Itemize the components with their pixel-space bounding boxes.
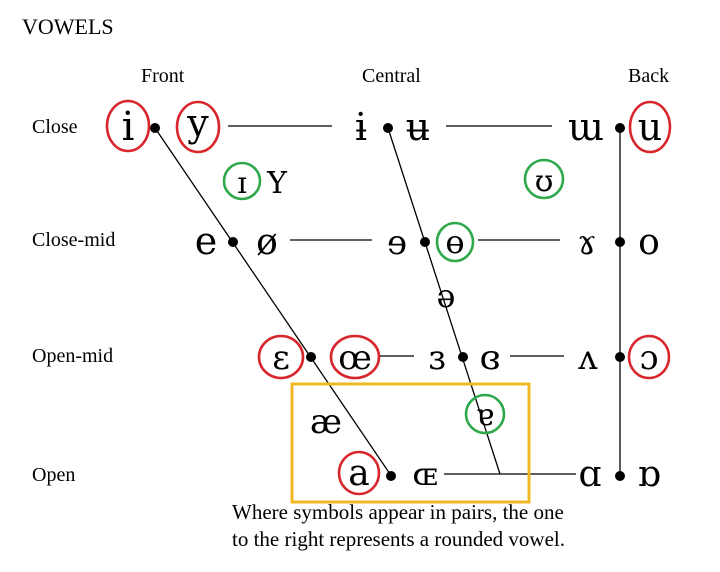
column-label-front: Front (141, 65, 185, 87)
red-circle-y (175, 100, 221, 154)
vowel-close-mid-front-unrounded: e (195, 219, 218, 263)
row-label-open: Open (32, 464, 75, 486)
vowel-dots (150, 123, 625, 481)
red-circle-oe (329, 334, 381, 380)
dot-close-central (383, 123, 393, 133)
vowel-near-close-front-rounded: Y (266, 166, 288, 201)
vowel-close-back-rounded: u (638, 105, 662, 149)
front-edge-line (154, 127, 391, 475)
red-circles (105, 99, 672, 496)
vowel-open-mid-central-rounded: ɞ (480, 338, 501, 378)
vowel-open-mid-back-unrounded: ʌ (577, 338, 598, 378)
dot-open-mid-central (458, 352, 468, 362)
vowel-near-open-central: ɐ (476, 398, 494, 433)
vowel-open-front-rounded: ɶ (412, 455, 437, 493)
vowel-close-mid-central-rounded: ɵ (445, 223, 464, 261)
vowel-open-back-rounded: ɒ (637, 454, 660, 495)
vowel-symbols: i y ɨ ʉ ɯ u ɪ Y ʊ e ø ɘ ɵ ɤ o ə ɛ œ ɜ ɞ … (122, 101, 663, 495)
footnote-line-2: to the right represents a rounded vowel. (232, 527, 565, 551)
vowel-open-back-unrounded: ɑ (578, 454, 601, 495)
row-label-close: Close (32, 116, 78, 138)
footnote-line-1: Where symbols appear in pairs, the one (232, 500, 564, 524)
row-label-close-mid: Close-mid (32, 229, 115, 251)
green-circle-small-capital-i (222, 161, 262, 201)
vowel-close-central-unrounded: ɨ (355, 105, 367, 149)
vowel-close-mid-central-unrounded: ɘ (387, 223, 407, 263)
red-circle-i (105, 99, 151, 153)
row-label-open-mid: Open-mid (32, 345, 113, 367)
green-circle-turned-a (464, 393, 506, 435)
vowel-close-central-rounded: ʉ (406, 105, 430, 149)
dot-close-front (150, 123, 160, 133)
vowel-open-mid-front-unrounded: ɛ (272, 338, 290, 378)
column-label-central: Central (362, 65, 421, 87)
vowel-mid-central: ə (437, 277, 456, 315)
green-circles (222, 158, 565, 435)
vowel-open-front-unrounded: a (348, 453, 369, 494)
vowel-near-close-front-unrounded: ɪ (237, 166, 247, 201)
vowel-near-close-back-rounded: ʊ (535, 164, 554, 199)
vowel-close-mid-front-rounded: ø (256, 222, 278, 263)
highlight-box (290, 382, 531, 504)
red-circle-open-o (627, 334, 671, 380)
vowel-close-front-unrounded: i (122, 104, 135, 150)
central-line (387, 127, 501, 475)
vowel-open-mid-front-rounded: œ (338, 338, 372, 378)
green-circle-upsilon (523, 158, 565, 200)
vowel-close-back-unrounded: ɯ (568, 105, 604, 149)
vowel-close-front-rounded: y (186, 101, 209, 145)
red-circle-a (337, 450, 381, 496)
dot-open-mid-front (306, 352, 316, 362)
dot-close-mid-central (420, 237, 430, 247)
dot-open-back (615, 471, 625, 481)
vowel-close-mid-back-rounded: o (638, 222, 660, 263)
column-label-back: Back (628, 65, 669, 87)
green-circle-barred-o (435, 221, 475, 263)
vowel-open-mid-central-unrounded: ɜ (428, 338, 445, 378)
chart-title: VOWELS (22, 14, 114, 39)
red-circle-u (628, 100, 672, 154)
dot-open-front (386, 471, 396, 481)
dot-close-mid-back (615, 237, 625, 247)
vowel-trapezoid (154, 125, 621, 475)
dot-close-back (615, 123, 625, 133)
vowel-close-mid-back-unrounded: ɤ (577, 223, 596, 263)
dot-close-mid-front (228, 237, 238, 247)
dot-open-mid-back (615, 352, 625, 362)
vowel-near-open-front: æ (310, 402, 342, 442)
red-circle-open-e (257, 334, 305, 380)
vowel-open-mid-back-rounded: ɔ (639, 338, 658, 378)
